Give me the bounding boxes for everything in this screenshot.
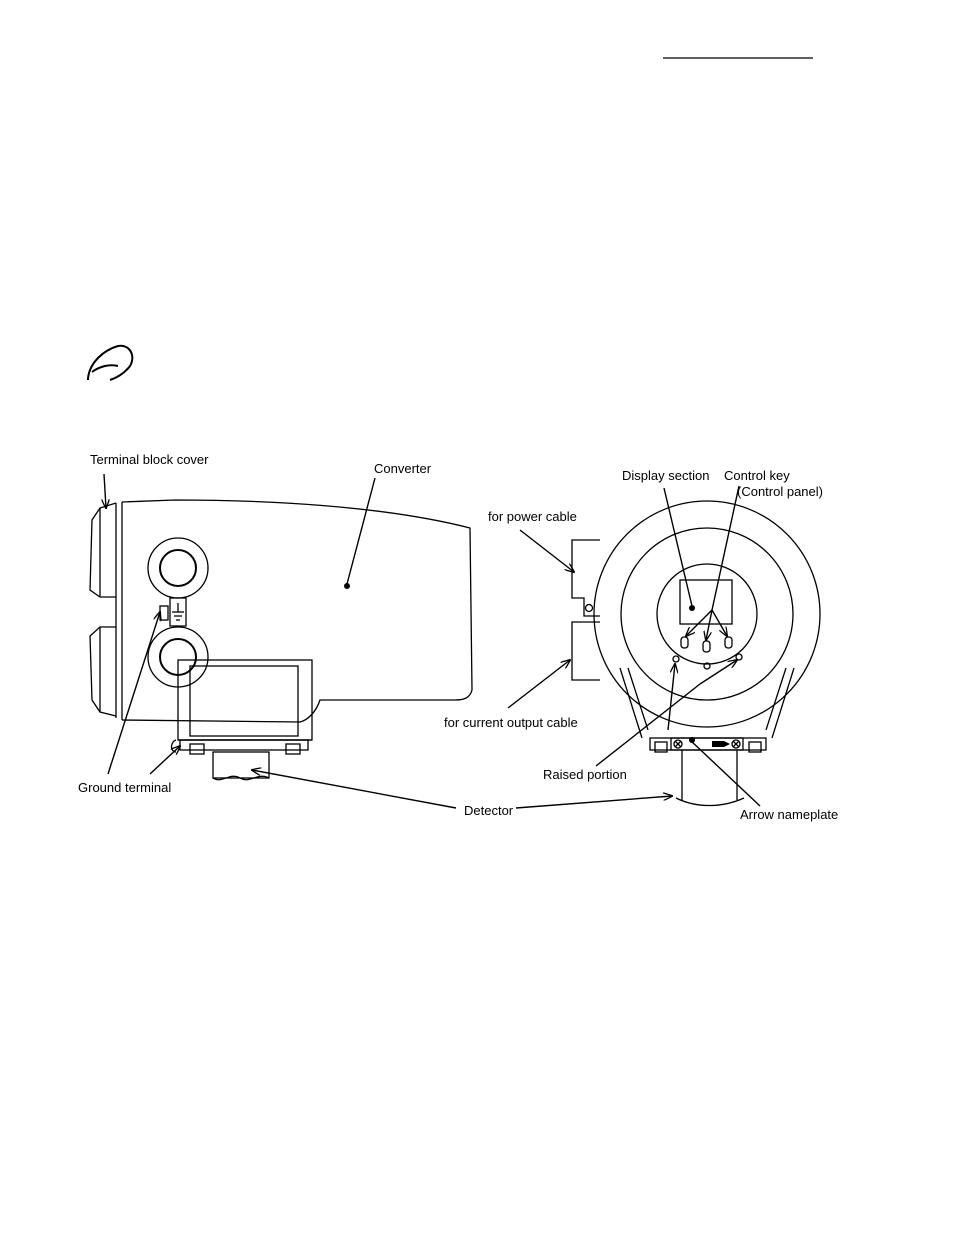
terminal-block-cover — [90, 503, 116, 716]
detector-neck-side — [213, 752, 269, 778]
label-for-current-output-cable: for current output cable — [444, 715, 578, 730]
power-cable-entry — [148, 538, 208, 598]
front-view — [572, 501, 820, 806]
label-terminal-block-cover: Terminal block cover — [90, 452, 209, 467]
raised-portion-right — [736, 654, 742, 660]
control-key-left[interactable] — [681, 637, 688, 648]
display-window — [657, 564, 757, 664]
label-converter: Converter — [374, 461, 432, 476]
front-cover-ring — [621, 528, 793, 700]
leader-lines — [104, 474, 760, 808]
label-detector: Detector — [464, 803, 514, 818]
converter-housing — [122, 500, 472, 722]
label-control-panel: (Control panel) — [737, 484, 823, 499]
label-control-key: Control key — [724, 468, 790, 483]
label-display-section: Display section — [622, 468, 709, 483]
control-key-right[interactable] — [725, 637, 732, 648]
control-key-middle[interactable] — [703, 641, 710, 652]
label-for-power-cable: for power cable — [488, 509, 577, 524]
label-ground-terminal: Ground terminal — [78, 780, 171, 795]
raised-portion-left — [673, 656, 679, 662]
ground-terminal-screw — [160, 606, 168, 620]
label-raised-portion: Raised portion — [543, 767, 627, 782]
side-view — [90, 500, 472, 780]
note-icon — [88, 346, 132, 380]
label-arrow-nameplate: Arrow nameplate — [740, 807, 838, 822]
